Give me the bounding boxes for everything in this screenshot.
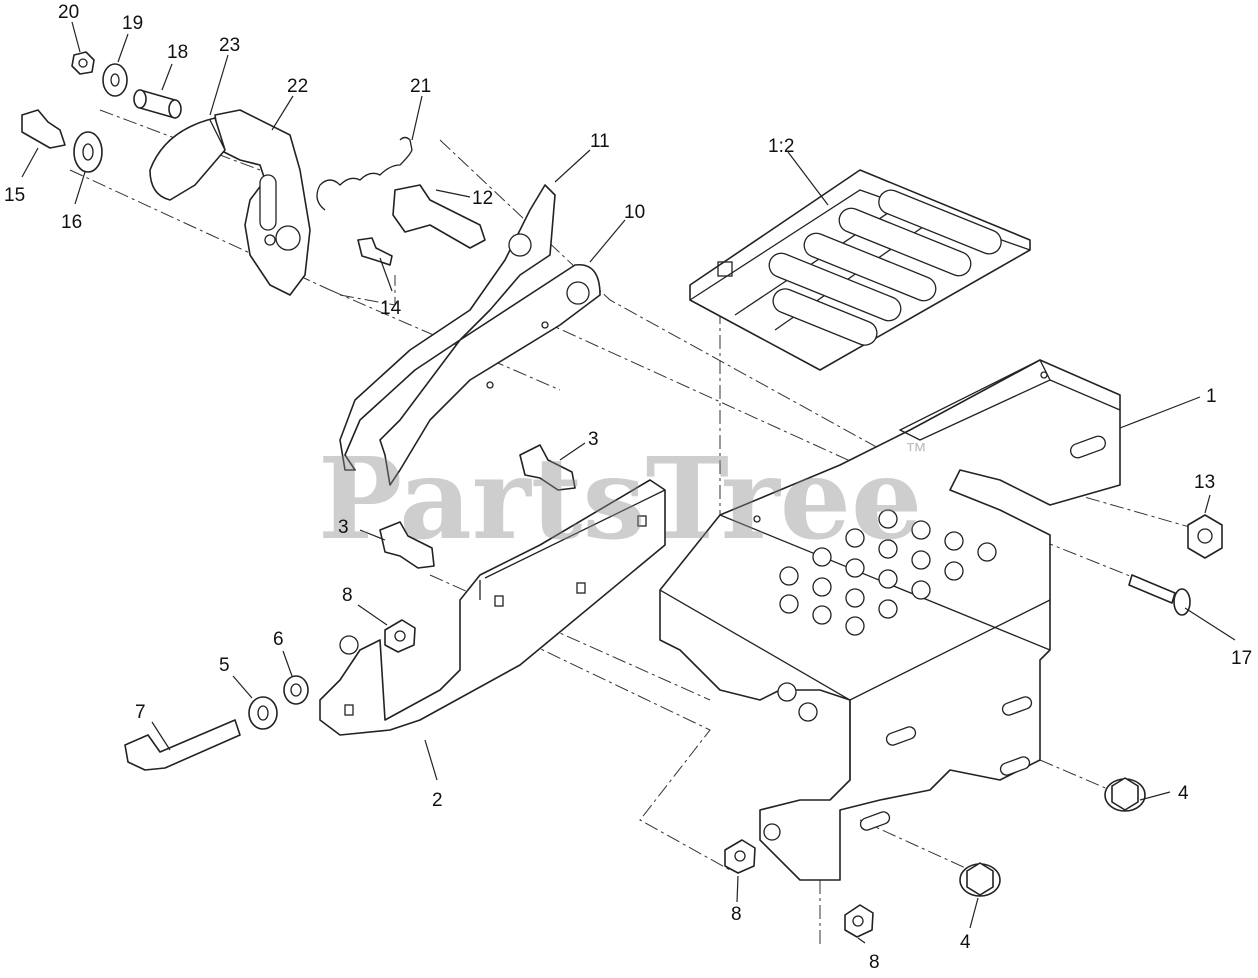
part-14-bolt: [357, 237, 393, 266]
callout-4-right: 4: [1178, 783, 1189, 804]
leader-lines: [21, 21, 1236, 944]
callout-3-upper: 3: [588, 429, 599, 450]
part-22-latch: [214, 109, 311, 296]
part-8-nut-lower: [844, 904, 874, 938]
callout-labels: 1 1:2 2 3 3 4 4 5 6 7 8 8 8 10 11 12 13 …: [4, 2, 1252, 973]
part-18-spacer: [133, 89, 182, 119]
callout-18: 18: [167, 42, 188, 63]
callout-8-middle: 8: [731, 904, 742, 925]
part-1-bracket: [659, 359, 1121, 881]
callout-15: 15: [4, 185, 25, 206]
callout-22: 22: [287, 76, 308, 97]
part-6-spacer: [283, 675, 309, 705]
callout-1-2: 1:2: [768, 136, 794, 157]
part-8-nut-middle: [724, 839, 756, 874]
callout-7: 7: [135, 702, 146, 723]
part-11-arm: [339, 184, 556, 471]
callout-16: 16: [61, 212, 82, 233]
watermark-trademark: ™: [905, 438, 927, 463]
callout-4-bottom: 4: [960, 932, 971, 953]
part-4-nut-bottom: [959, 862, 1001, 897]
callout-10: 10: [624, 202, 645, 223]
part-5-washer: [248, 696, 278, 730]
part-19-washer: [102, 63, 128, 97]
callout-11: 11: [590, 131, 610, 152]
callout-5: 5: [219, 655, 230, 676]
parts-tree-watermark: PartsTree ™: [318, 434, 927, 565]
alignment-lines: [69, 109, 1201, 945]
part-8-nut-upper: [384, 619, 416, 653]
part-21-spring: [316, 136, 413, 211]
part-4-nut-right: [1104, 777, 1146, 812]
callout-12: 12: [472, 188, 493, 209]
watermark-brand: PartsTree: [318, 434, 922, 565]
callout-3-lower: 3: [338, 517, 349, 538]
part-20-nut: [71, 51, 95, 75]
part-2-side-plate: [319, 479, 666, 736]
part-23-pad: [149, 117, 226, 201]
callout-8-upper: 8: [342, 585, 353, 606]
callout-14: 14: [380, 298, 402, 319]
callout-13: 13: [1194, 472, 1215, 493]
part-3-bolt-upper: [519, 444, 576, 491]
part-12-pin: [392, 184, 486, 249]
part-17-pin: [1128, 574, 1191, 616]
callout-1: 1: [1206, 386, 1217, 407]
part-13-nut: [1187, 514, 1223, 559]
callout-2: 2: [432, 790, 443, 811]
part-15-bolt: [21, 109, 66, 149]
callout-23: 23: [219, 35, 240, 56]
part-3-bolt-lower: [379, 521, 435, 569]
callout-19: 19: [122, 13, 143, 34]
callout-8-lower: 8: [869, 952, 880, 973]
callout-20: 20: [58, 2, 79, 23]
callout-21: 21: [410, 76, 431, 97]
callout-6: 6: [273, 629, 284, 650]
part-7-bolt: [124, 719, 241, 771]
part-16-washer: [73, 131, 103, 173]
part-1-2-decal: [689, 169, 1031, 371]
callout-17: 17: [1231, 648, 1252, 669]
